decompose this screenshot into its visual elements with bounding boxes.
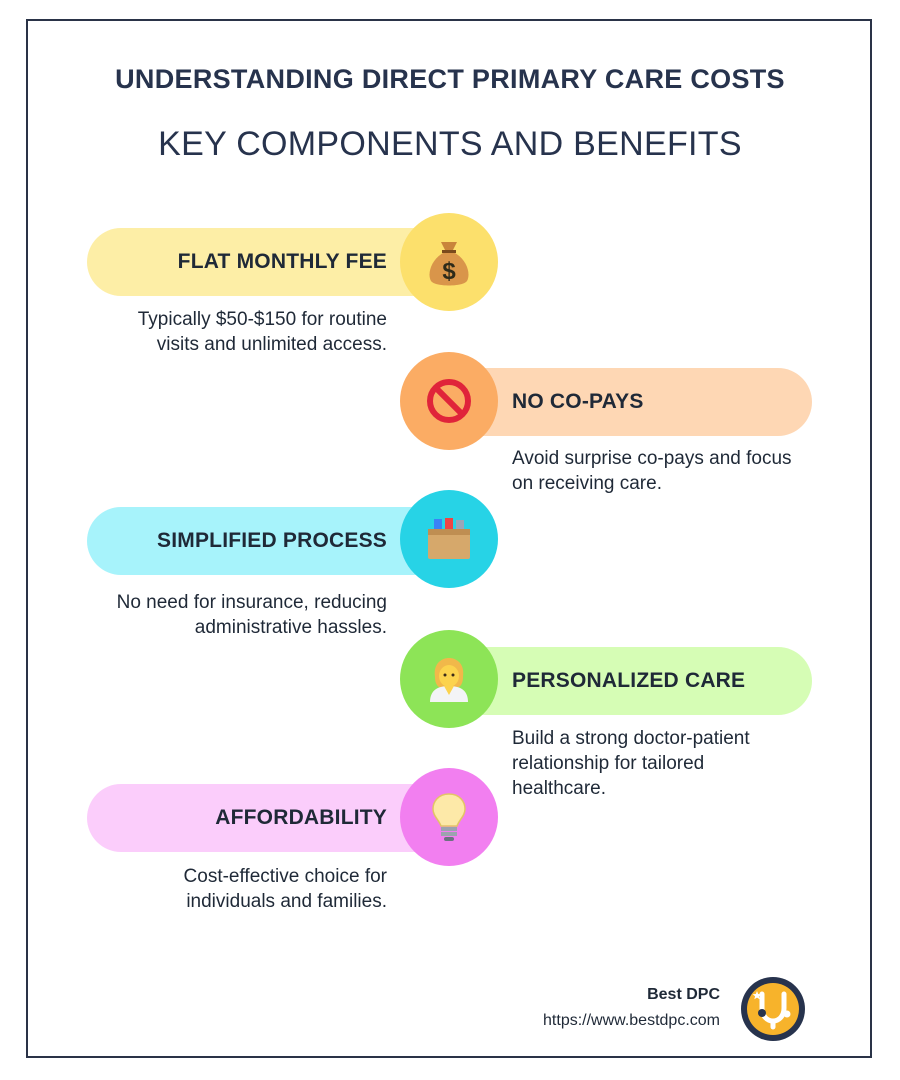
item-pill-simplified-process: SIMPLIFIED PROCESS <box>87 507 447 575</box>
item-description: Cost-effective choice for individuals an… <box>183 866 387 912</box>
item-label: NO CO-PAYS <box>512 390 644 413</box>
page-title: UNDERSTANDING DIRECT PRIMARY CARE COSTS <box>115 64 785 94</box>
item-label: FLAT MONTHLY FEE <box>177 250 387 273</box>
item-label: SIMPLIFIED PROCESS <box>157 529 387 552</box>
item-label: AFFORDABILITY <box>215 806 387 829</box>
item-label: PERSONALIZED CARE <box>512 669 746 692</box>
item-description: Typically $50-$150 for routine visits an… <box>137 309 387 355</box>
money-bag-icon: $ <box>429 242 469 286</box>
item-circle <box>400 352 498 450</box>
item-circle: $ <box>400 213 498 311</box>
item-circle <box>400 630 498 728</box>
item-pill-no-co-pays: NO CO-PAYS <box>450 368 812 436</box>
item-pill-flat-monthly-fee: FLAT MONTHLY FEE <box>87 228 447 296</box>
item-circle <box>400 768 498 866</box>
page-subtitle: KEY COMPONENTS AND BENEFITS <box>158 125 742 163</box>
item-description: Build a strong doctor-patient relationsh… <box>512 728 750 799</box>
brand-logo <box>741 977 805 1041</box>
stethoscope-logo-icon <box>747 983 799 1035</box>
item-pill-affordability: AFFORDABILITY <box>87 784 447 852</box>
prohibited-icon <box>427 379 471 423</box>
brand-url[interactable]: https://www.bestdpc.com <box>543 1012 720 1029</box>
svg-text:$: $ <box>442 258 456 285</box>
brand-name: Best DPC <box>647 986 720 1003</box>
item-circle <box>400 490 498 588</box>
item-pill-personalized-care: PERSONALIZED CARE <box>450 647 812 715</box>
light-bulb-icon <box>432 793 466 841</box>
item-description: Avoid surprise co-pays and focus on rece… <box>512 448 792 494</box>
card-file-box-icon <box>428 518 470 559</box>
item-description: No need for insurance, reducing administ… <box>116 592 387 638</box>
doctor-icon <box>430 658 468 702</box>
